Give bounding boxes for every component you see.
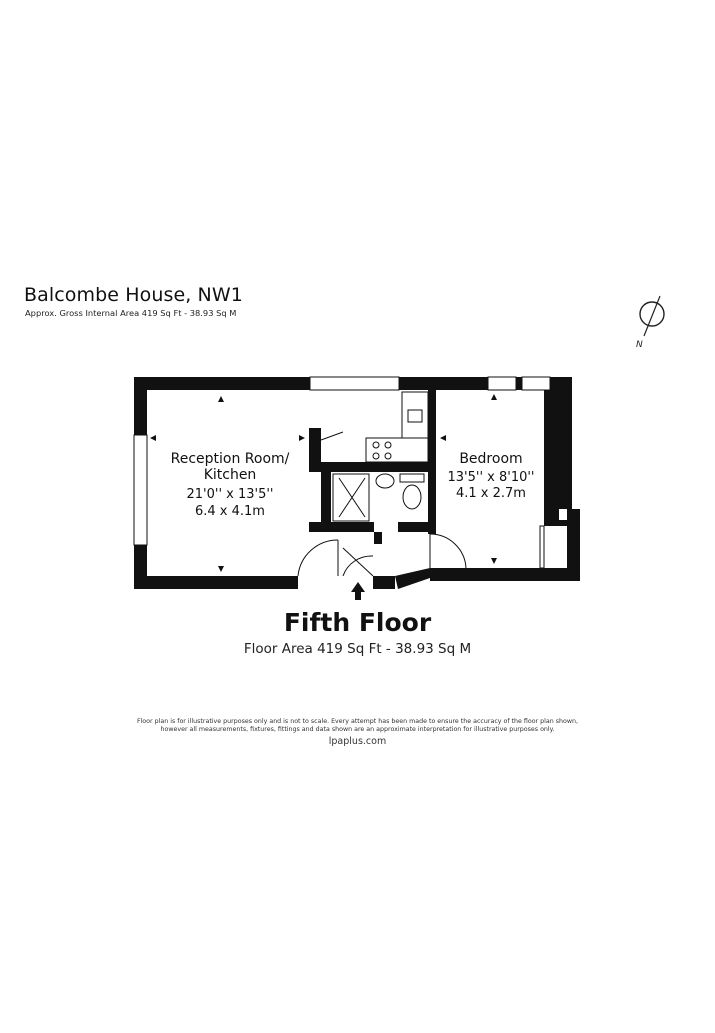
interior-walls <box>309 390 436 544</box>
room-dimensions-imperial: 21'0'' x 13'5'' <box>186 487 273 502</box>
floor-area: Floor Area 419 Sq Ft - 38.93 Sq M <box>243 641 472 657</box>
compass-icon: N <box>636 295 665 350</box>
room-name: Reception Room/ <box>171 451 290 467</box>
floor-name: Fifth Floor <box>283 608 432 637</box>
exterior-walls <box>133 376 580 589</box>
disclaimer-line: Floor plan is for illustrative purposes … <box>136 718 579 725</box>
property-header: Balcombe House, NW1 Approx. Gross Intern… <box>24 284 243 318</box>
room-dimensions-metric: 4.1 x 2.7m <box>456 486 526 501</box>
compass-north-label: N <box>636 340 643 350</box>
dimension-ticks <box>150 394 556 572</box>
doors <box>297 533 467 577</box>
room-dimensions-metric: 6.4 x 4.1m <box>195 504 265 519</box>
room-reception-kitchen: Reception Room/ Kitchen 21'0'' x 13'5'' … <box>171 451 290 519</box>
disclaimer: Floor plan is for illustrative purposes … <box>0 718 715 734</box>
room-bedroom: Bedroom 13'5'' x 8'10'' 4.1 x 2.7m <box>447 451 534 501</box>
entrance-arrow-icon <box>351 582 365 600</box>
property-title: Balcombe House, NW1 <box>24 284 243 306</box>
kitchen-fixtures <box>320 391 429 463</box>
room-name: Kitchen <box>204 467 257 483</box>
website-link[interactable]: lpaplus.com <box>328 736 387 747</box>
bathroom-fixtures <box>332 473 425 522</box>
room-dimensions-imperial: 13'5'' x 8'10'' <box>447 470 534 485</box>
disclaimer-line: however all measurements, fixtures, fitt… <box>160 726 555 733</box>
gross-internal-area: Approx. Gross Internal Area 419 Sq Ft - … <box>25 308 237 318</box>
room-name: Bedroom <box>459 451 522 467</box>
